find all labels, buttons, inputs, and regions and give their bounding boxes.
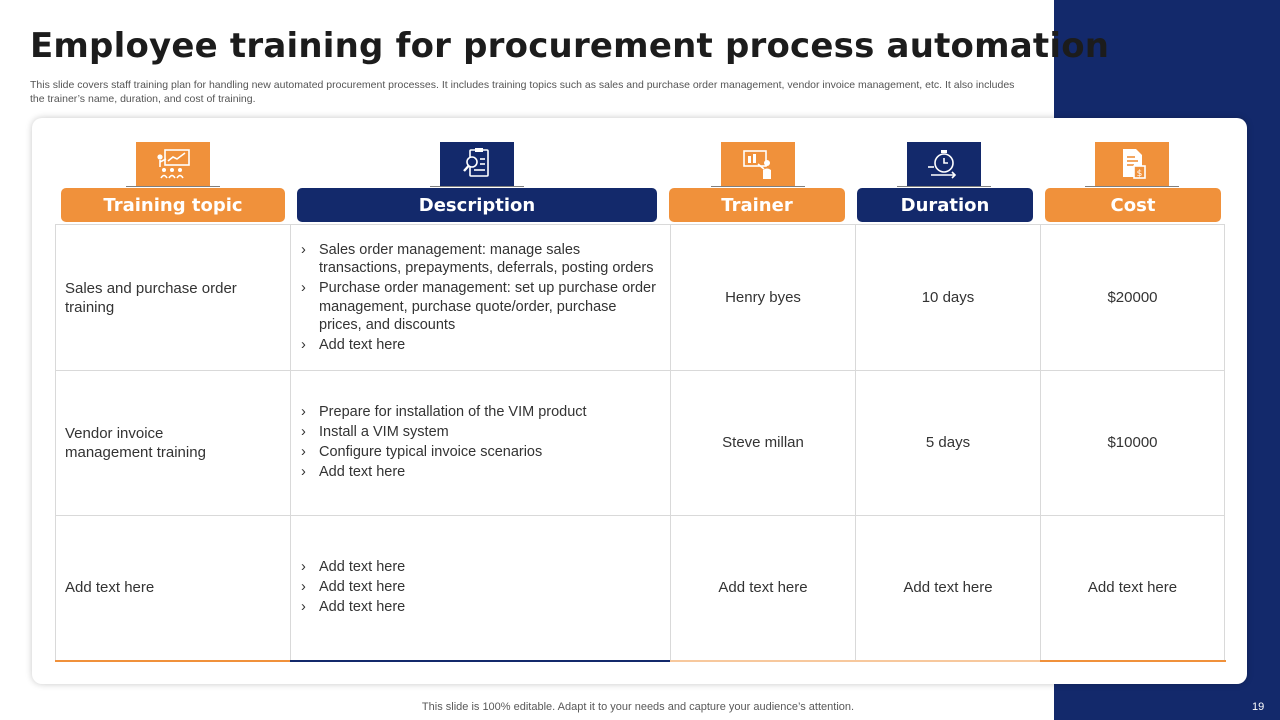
cell-duration: 5 days [855,370,1040,515]
footer-text: This slide is 100% editable. Adapt it to… [421,701,855,713]
cell-trainer: Add text here [670,515,855,660]
cell-description: Prepare for installation of the VIM prod… [290,370,670,515]
trainer-board-icon [721,142,795,186]
page-title: Employee training for procurement proces… [30,26,1110,66]
cell-cost: $20000 [1040,225,1225,370]
cell-duration: 10 days [855,225,1040,370]
column-accent-line [855,660,1040,662]
training-table-card: Training topic Description [32,118,1247,684]
list-item: Sales order management: manage sales tra… [299,241,662,278]
icon-underline [897,186,991,187]
presentation-audience-icon [136,142,210,186]
training-table: Sales and purchase order training Sales … [55,224,1226,662]
header-pill-duration: Duration [857,188,1033,222]
list-item: Configure typical invoice scenarios [299,443,587,462]
header-pill-trainer: Trainer [669,188,845,222]
list-item: Add text here [299,578,405,597]
page-subtitle: This slide covers staff training plan fo… [30,79,1015,105]
description-list: Sales order management: manage sales tra… [299,239,662,356]
slide-footer: This slide is 100% editable. Adapt it to… [0,701,1280,713]
stopwatch-icon [907,142,981,186]
list-item: Install a VIM system [299,423,587,442]
svg-text:$: $ [1137,169,1143,179]
table-row: Vendor invoice management training Prepa… [55,370,1225,516]
cell-trainer: Henry byes [670,225,855,370]
cell-trainer: Steve millan [670,370,855,515]
cell-cost: Add text here [1040,515,1225,660]
cell-training-topic: Sales and purchase order training [55,225,290,370]
table-row: Sales and purchase order training Sales … [55,225,1225,371]
column-accent-line [1040,660,1226,662]
table-row: Add text here Add text here Add text her… [55,515,1225,660]
cell-cost: $10000 [1040,370,1225,515]
list-item: Add text here [299,463,587,482]
icon-underline [711,186,805,187]
page-number: 19 [1252,701,1265,713]
icon-underline [126,186,220,187]
description-list: Prepare for installation of the VIM prod… [299,402,587,484]
description-list: Add text here Add text here Add text her… [299,557,405,619]
list-item: Add text here [299,598,405,617]
cell-duration: Add text here [855,515,1040,660]
invoice-cost-icon: $ [1095,142,1169,186]
icon-underline [430,186,524,187]
list-item: Purchase order management: set up purcha… [299,279,662,335]
header-pill-cost: Cost [1045,188,1221,222]
column-accent-line [670,660,855,662]
cell-description: Sales order management: manage sales tra… [290,225,670,370]
cell-training-topic: Vendor invoice management training [55,370,290,515]
icon-underline [1085,186,1179,187]
column-accent-line [290,660,670,662]
column-accent-line [55,660,290,662]
list-item: Add text here [299,336,662,355]
cell-training-topic: Add text here [55,515,290,660]
list-item: Add text here [299,558,405,577]
header-pill-description: Description [297,188,657,222]
list-item: Prepare for installation of the VIM prod… [299,403,587,422]
document-search-icon [440,142,514,186]
cell-description: Add text here Add text here Add text her… [290,515,670,660]
header-pill-training-topic: Training topic [61,188,285,222]
